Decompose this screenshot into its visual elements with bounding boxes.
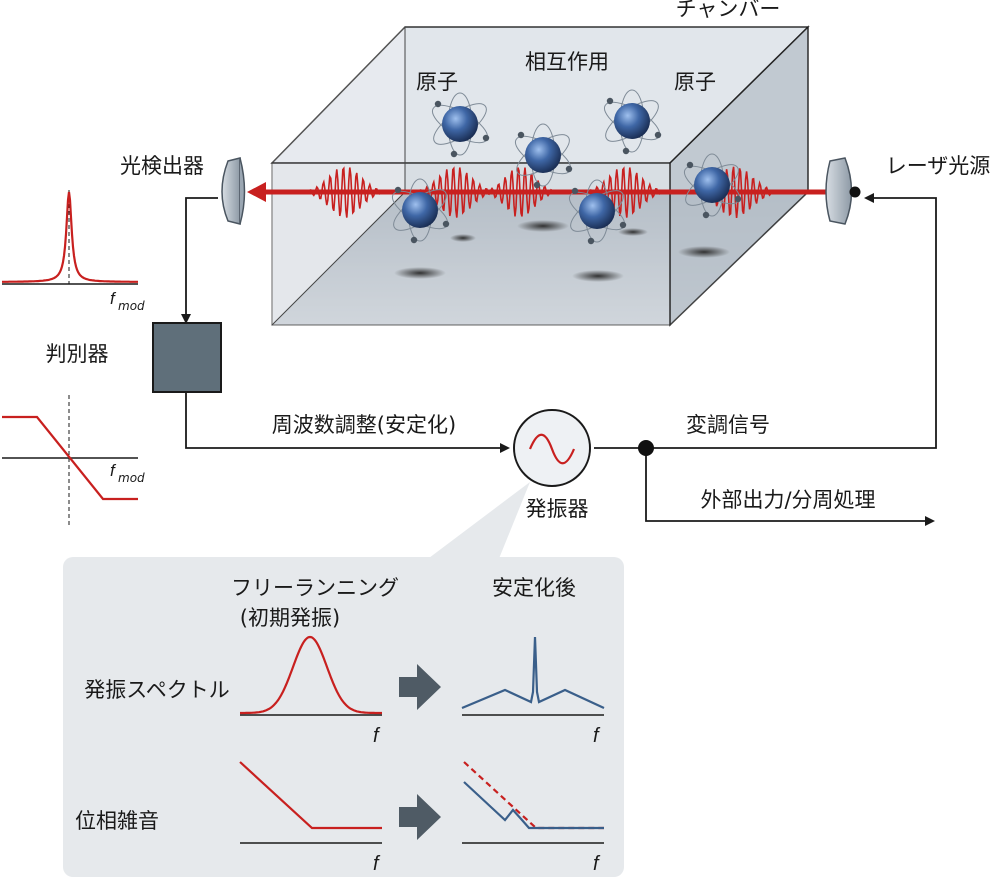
svg-text:mod: mod xyxy=(118,471,145,485)
branch-node xyxy=(638,440,654,456)
svg-text:mod: mod xyxy=(118,299,145,313)
free-running-subtitle: (初期発振) xyxy=(240,606,340,630)
free-running-spectrum xyxy=(240,635,382,716)
f-axis-label: f xyxy=(593,725,601,747)
atom xyxy=(683,153,742,219)
stabilized-title: 安定化後 xyxy=(492,576,576,600)
f-axis-label: f xyxy=(593,853,601,875)
discriminator-plot xyxy=(2,395,138,528)
external-output-label: 外部出力/分周処理 xyxy=(700,488,875,512)
stabilized-phase-noise xyxy=(462,761,604,844)
atom xyxy=(391,178,450,244)
discriminator-box xyxy=(152,322,222,393)
atom-label-right: 原子 xyxy=(674,70,716,94)
signal-lines xyxy=(181,193,937,526)
free-running-title: フリーランニング xyxy=(231,576,399,600)
arrow-right-icon-2 xyxy=(399,794,441,840)
laser-source xyxy=(825,157,861,225)
svg-text:f: f xyxy=(110,289,117,308)
photodetector-plot xyxy=(2,190,138,285)
freq-adjust-label: 周波数調整(安定化) xyxy=(272,413,456,437)
inset-panel xyxy=(63,482,624,877)
inset-callout-pointer xyxy=(425,482,530,561)
photodetector-label: 光検出器 xyxy=(120,154,204,178)
modulation-signal-label: 変調信号 xyxy=(686,413,770,437)
svg-text:f: f xyxy=(110,461,117,480)
spectrum-row-label: 発振スペクトル xyxy=(84,678,230,702)
atom xyxy=(603,89,662,155)
oscillator xyxy=(513,409,591,487)
free-running-phase-noise xyxy=(239,761,382,844)
fmod-label-bottom: f mod xyxy=(110,461,145,485)
laser-beam xyxy=(247,166,826,218)
phase-noise-row-label: 位相雑音 xyxy=(75,809,159,833)
discriminator-label: 判別器 xyxy=(46,342,109,366)
f-axis-label: f xyxy=(373,853,381,875)
arrow-right-icon-1 xyxy=(399,664,441,710)
laser-source-label: レーザ光源 xyxy=(886,154,991,178)
atom xyxy=(568,179,627,245)
atom-label-left: 原子 xyxy=(416,70,458,94)
atom xyxy=(431,92,490,158)
stabilized-spectrum xyxy=(461,636,605,716)
atoms xyxy=(391,89,742,245)
oscillator-label: 発振器 xyxy=(526,497,589,521)
atom-shadows xyxy=(394,220,730,282)
chamber-label: チャンバー xyxy=(676,0,781,21)
photodetector xyxy=(221,157,246,225)
interaction-label: 相互作用 xyxy=(525,50,609,74)
beam-arrowhead xyxy=(247,182,266,202)
f-axis-label: f xyxy=(373,725,381,747)
atom xyxy=(514,123,573,189)
fmod-label-top: f mod xyxy=(110,289,145,313)
